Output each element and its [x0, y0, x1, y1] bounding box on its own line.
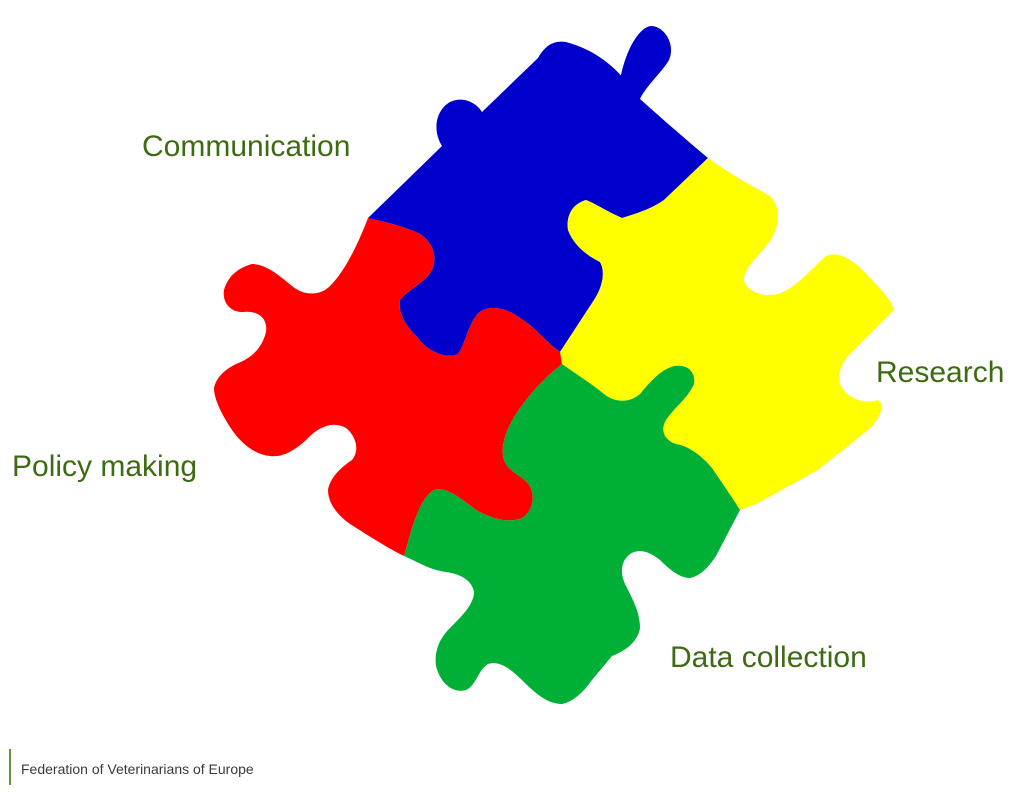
puzzle-piece-communication: [368, 26, 708, 356]
footer-organization: Federation of Veterinarians of Europe: [21, 761, 254, 777]
puzzle-piece-policy-making: [214, 218, 562, 556]
label-research: Research: [876, 356, 1005, 389]
puzzle-piece-research: [560, 158, 894, 510]
label-policy-making: Policy making: [12, 450, 198, 483]
puzzle-piece-data-collection: [404, 364, 740, 704]
label-data-collection: Data collection: [670, 641, 867, 674]
label-communication: Communication: [142, 130, 351, 163]
footer-divider: [9, 749, 11, 785]
